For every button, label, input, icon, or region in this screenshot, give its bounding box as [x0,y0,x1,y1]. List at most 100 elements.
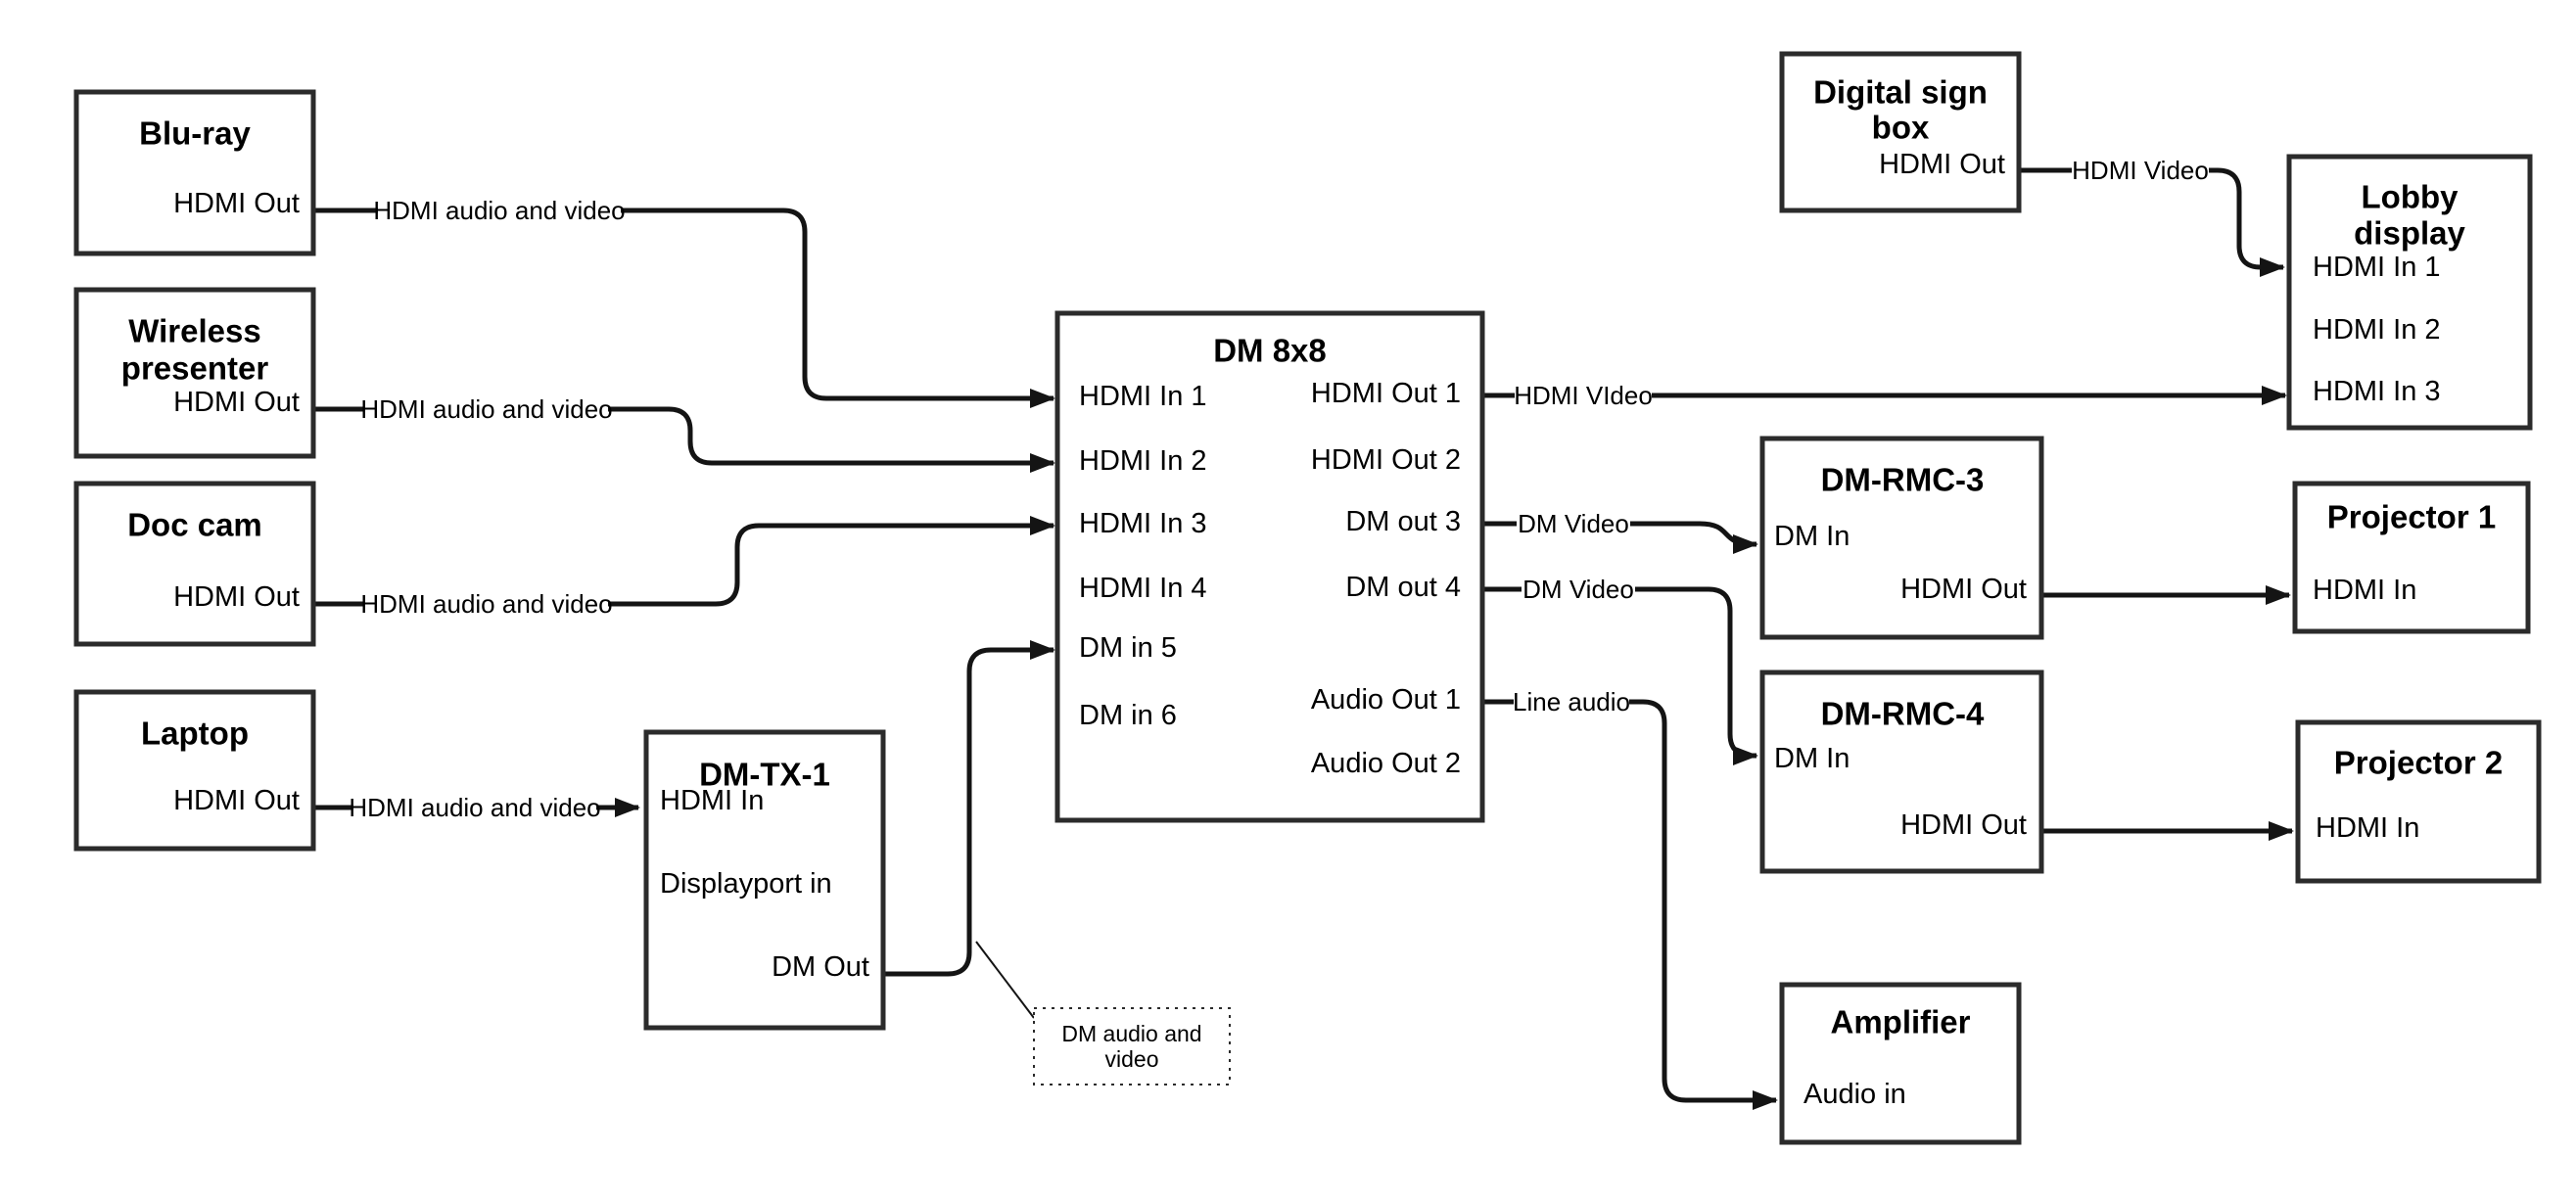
dm8x8-port-audio-out-2: Audio Out 2 [1311,748,1461,779]
node-dm-tx-1: DM-TX-1 HDMI In Displayport in DM Out [643,729,886,1031]
proj2-title: Projector 2 [2334,745,2503,781]
wire-doccam-to-dm8x8-in3 [313,516,1055,607]
label-bg [1514,686,1629,717]
dmtx1-box [643,729,886,1031]
node-projector-1: Projector 1 HDMI In [2292,481,2531,634]
amp-title: Amplifier [1830,1004,1970,1040]
wire-label-text: HDMI audio and video [360,589,612,619]
wire-label-text: Line audio [1513,687,1630,716]
dm8x8-port-hdmi-out-2: HDMI Out 2 [1311,444,1461,476]
node-wireless-presenter: Wireless presenter HDMI Out [73,287,316,459]
dmtx1-port-displayport-in: Displayport in [660,868,832,900]
wire-label-dm-video-out3: DM Video [1517,508,1630,539]
label-bg [1517,508,1630,539]
digisign-title-line2: box [1872,110,1930,146]
laptop-port-hdmi-out: HDMI Out [173,785,300,816]
dm8x8-box [1054,310,1485,823]
bluray-box [73,89,316,256]
lobby-port-hdmi-in-2: HDMI In 2 [2313,314,2441,346]
node-projector-2: Projector 2 HDMI In [2295,719,2542,884]
wire-dm8x8-out3-to-dmrmc3 [1482,521,1758,554]
wire-label-line-audio: Line audio [1513,686,1630,717]
wireless-port-hdmi-out: HDMI Out [173,387,300,418]
dmrmc4-port-hdmi-out: HDMI Out [1900,809,2027,841]
digisign-title-line1: Digital sign [1813,74,1988,111]
note-leader-line [975,941,1035,1019]
dmrmc4-box [1759,670,2044,874]
dmrmc4-port-dm-in: DM In [1774,743,1850,774]
wire-label-text: DM Video [1522,575,1634,604]
dm8x8-port-hdmi-in-2: HDMI In 2 [1079,445,1207,477]
label-bg [378,195,621,226]
label-bg [1522,574,1635,605]
wire-dmtx1-to-dm8x8-dm5 [883,640,1055,977]
dm8x8-port-dm-out-4: DM out 4 [1345,572,1461,603]
wire-label-text: HDMI audio and video [373,196,625,225]
amp-port-audio-in: Audio in [1803,1079,1906,1110]
wire-label-text: HDMI audio and video [349,793,600,822]
wire-label-doccam: HDMI audio and video [360,588,613,620]
dmrmc3-box [1759,436,2044,640]
wire-label-laptop: HDMI audio and video [349,792,601,823]
dmrmc3-port-dm-in: DM In [1774,521,1850,552]
digisign-port-hdmi-out: HDMI Out [1879,149,2005,180]
wireless-title-line2: presenter [121,350,269,387]
wire-label-text: HDMI audio and video [360,394,612,424]
note-line2: video [1105,1046,1159,1072]
wire-label-text: HDMI VIdeo [1514,381,1653,410]
wire-label-bluray: HDMI audio and video [373,195,626,226]
wire-label-dm-video-out4: DM Video [1522,574,1635,605]
dmtx1-port-hdmi-in: HDMI In [660,785,764,816]
node-digital-sign-box: Digital sign box HDMI Out [1779,51,2022,213]
laptop-title: Laptop [141,716,249,752]
label-bg [1515,380,1652,411]
node-lobby-display: Lobby display HDMI In 1 HDMI In 2 HDMI I… [2286,154,2533,431]
dm8x8-port-hdmi-in-1: HDMI In 1 [1079,381,1207,412]
dmrmc3-title: DM-RMC-3 [1821,462,1985,498]
node-bluray: Blu-ray HDMI Out [73,89,316,256]
node-dm-rmc-3: DM-RMC-3 DM In HDMI Out [1759,436,2044,640]
proj1-title: Projector 1 [2327,499,2496,535]
label-bg [353,792,596,823]
bluray-title: Blu-ray [139,115,251,152]
dm8x8-port-audio-out-1: Audio Out 1 [1311,684,1461,716]
bluray-port-hdmi-out: HDMI Out [173,188,300,219]
note-line1: DM audio and [1061,1021,1201,1046]
wireless-box [73,287,316,459]
proj2-port-hdmi-in: HDMI In [2316,812,2419,844]
dm8x8-port-hdmi-in-4: HDMI In 4 [1079,573,1207,604]
wire-dm8x8-audio1-to-amp [1482,699,1778,1110]
label-bg [2072,155,2209,186]
wire-digisign-to-lobby-in1 [2019,167,2285,277]
label-bg [365,393,608,425]
doccam-title: Doc cam [127,507,262,543]
proj2-box [2295,719,2542,884]
wire-label-hdmi-video-sign: HDMI Video [2072,155,2209,186]
lobby-box [2286,154,2533,431]
lobby-title-line1: Lobby [2362,179,2459,215]
dm8x8-port-hdmi-out-1: HDMI Out 1 [1311,378,1461,409]
node-amplifier: Amplifier Audio in [1779,982,2022,1145]
dmtx1-title: DM-TX-1 [699,757,830,793]
wire-bluray-to-dm8x8-in1 [313,208,1055,408]
label-bg [365,588,608,620]
node-dm-8x8: DM 8x8 HDMI In 1 HDMI In 2 HDMI In 3 HDM… [1054,310,1485,823]
proj1-box [2292,481,2531,634]
wire-label-wireless: HDMI audio and video [360,393,613,425]
lobby-port-hdmi-in-1: HDMI In 1 [2313,252,2441,283]
wire-dm8x8-out4-to-dmrmc4 [1482,586,1758,765]
dm8x8-port-dm-in-5: DM in 5 [1079,632,1177,664]
wire-label-text: DM Video [1518,509,1629,538]
dmrmc4-title: DM-RMC-4 [1821,696,1985,732]
dmtx1-port-dm-out: DM Out [772,951,869,983]
proj1-port-hdmi-in: HDMI In [2313,575,2416,606]
doccam-port-hdmi-out: HDMI Out [173,581,300,613]
lobby-title-line2: display [2354,215,2465,252]
doccam-box [73,481,316,647]
wire-wireless-to-dm8x8-in2 [313,406,1055,473]
dm8x8-port-dm-in-6: DM in 6 [1079,700,1177,731]
digisign-box [1779,51,2022,213]
node-dm-rmc-4: DM-RMC-4 DM In HDMI Out [1759,670,2044,874]
